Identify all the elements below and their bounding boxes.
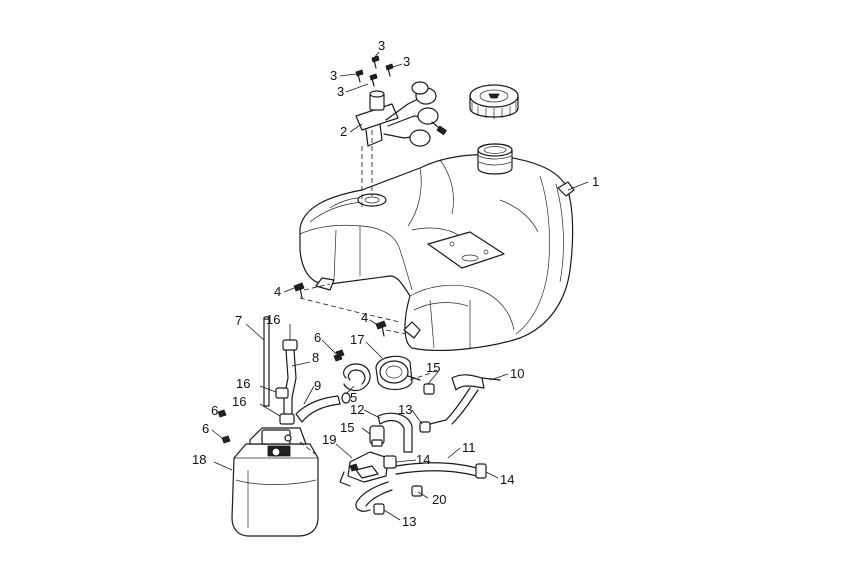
hose-12-13-15 bbox=[369, 412, 447, 453]
fuel-line-11 bbox=[355, 462, 487, 515]
callout-3: 3 bbox=[330, 68, 337, 83]
bolts-6 bbox=[217, 349, 345, 444]
callout-12: 12 bbox=[350, 402, 364, 417]
fuel-cap bbox=[469, 84, 519, 119]
callout-7: 7 bbox=[235, 313, 242, 328]
callout-6: 6 bbox=[211, 403, 218, 418]
callout-11: 11 bbox=[462, 440, 476, 455]
callout-6: 6 bbox=[314, 330, 321, 345]
callout-3: 3 bbox=[337, 84, 344, 99]
callout-5: 5 bbox=[350, 390, 357, 405]
hose-8-9 bbox=[275, 339, 351, 425]
callout-3: 3 bbox=[378, 38, 385, 53]
fuel-petcock bbox=[339, 451, 397, 487]
callout-16: 16 bbox=[232, 394, 246, 409]
callout-19: 19 bbox=[322, 432, 336, 447]
callout-20: 20 bbox=[432, 492, 446, 507]
clamp-5 bbox=[333, 353, 371, 392]
callout-13: 13 bbox=[402, 514, 416, 529]
callout-4: 4 bbox=[361, 310, 368, 325]
bolts-4 bbox=[293, 282, 407, 337]
callout-4: 4 bbox=[274, 284, 281, 299]
callout-13: 13 bbox=[398, 402, 412, 417]
leader-lines bbox=[211, 51, 589, 521]
callout-16: 16 bbox=[266, 312, 280, 327]
callout-1: 1 bbox=[592, 174, 599, 189]
callout-10: 10 bbox=[510, 366, 524, 381]
fuel-tank bbox=[299, 143, 575, 351]
callout-2: 2 bbox=[340, 124, 347, 139]
vent-tube bbox=[263, 316, 270, 407]
callout-15: 15 bbox=[340, 420, 354, 435]
callout-15: 15 bbox=[426, 360, 440, 375]
callout-16: 16 bbox=[236, 376, 250, 391]
callout-17: 17 bbox=[350, 332, 364, 347]
callout-9: 9 bbox=[314, 378, 321, 393]
callout-8: 8 bbox=[312, 350, 319, 365]
callout-labels: 1 2 3 3 3 3 4 4 5 6 6 6 7 8 9 10 11 12 1… bbox=[192, 38, 599, 529]
fuel-filter bbox=[375, 355, 421, 391]
screws-3 bbox=[355, 55, 394, 87]
callout-14: 14 bbox=[500, 472, 514, 487]
callout-18: 18 bbox=[192, 452, 206, 467]
callout-3: 3 bbox=[403, 54, 410, 69]
fuel-pump-assembly bbox=[355, 81, 447, 210]
callout-14: 14 bbox=[416, 452, 430, 467]
auxiliary-fuel-container bbox=[231, 427, 319, 537]
callout-6: 6 bbox=[202, 421, 209, 436]
hose-10 bbox=[409, 369, 501, 425]
